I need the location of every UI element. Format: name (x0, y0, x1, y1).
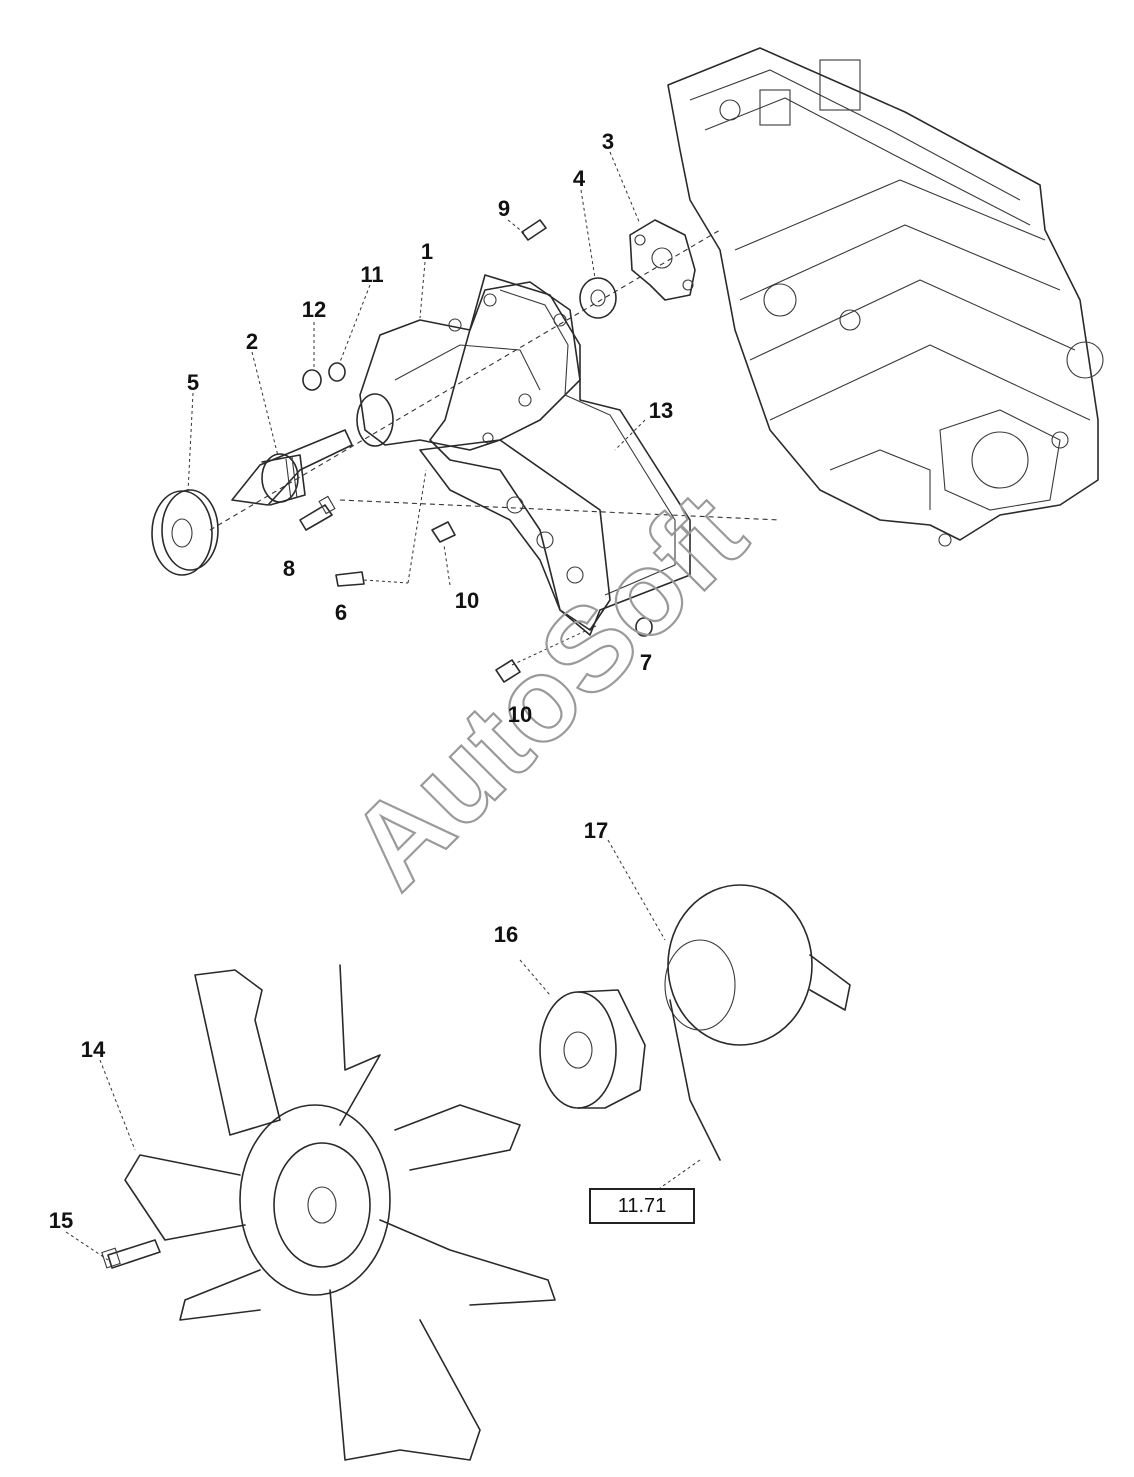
fan-part-14 (124, 964, 556, 1461)
callout-10-lower: 10 (508, 702, 532, 727)
nut-part-7 (635, 617, 653, 637)
nut-part-12 (302, 369, 322, 391)
callout-9: 9 (498, 196, 510, 221)
pump-part-3 (629, 219, 696, 301)
bolt-part-10-lower (495, 625, 597, 683)
bolt-part-15 (101, 1239, 161, 1269)
callout-4: 4 (573, 166, 586, 191)
nut-part-11 (328, 362, 346, 382)
coupling-part-17 (664, 884, 851, 1161)
callout-2: 2 (246, 329, 258, 354)
reference-box: 11.71 (589, 1188, 695, 1224)
callout-6: 6 (335, 600, 347, 625)
callout-16: 16 (494, 922, 518, 947)
cover-plate (419, 439, 611, 631)
callout-1: 1 (421, 239, 433, 264)
callout-10-upper: 10 (455, 588, 479, 613)
callout-8: 8 (283, 556, 295, 581)
callout-14: 14 (81, 1037, 106, 1062)
pin-part-9 (521, 219, 547, 241)
shaft-bearing-part-2 (231, 429, 353, 506)
callout-15: 15 (49, 1208, 73, 1233)
engine-block (667, 47, 1104, 547)
callout-11: 11 (360, 262, 383, 287)
callout-3: 3 (602, 129, 614, 154)
callout-13: 13 (649, 398, 673, 423)
impeller-part-4 (579, 277, 617, 319)
stud-part-6 (335, 469, 427, 587)
bolt-part-8 (299, 495, 336, 531)
pulley-part-5 (151, 489, 219, 576)
callout-5: 5 (187, 370, 199, 395)
bolt-part-10-upper (431, 521, 456, 543)
callout-7: 7 (640, 650, 652, 675)
watermark-text: AutoSoft (325, 468, 771, 914)
callout-12: 12 (302, 297, 326, 322)
callout-17: 17 (584, 818, 608, 843)
spacer-part-16 (539, 989, 646, 1109)
